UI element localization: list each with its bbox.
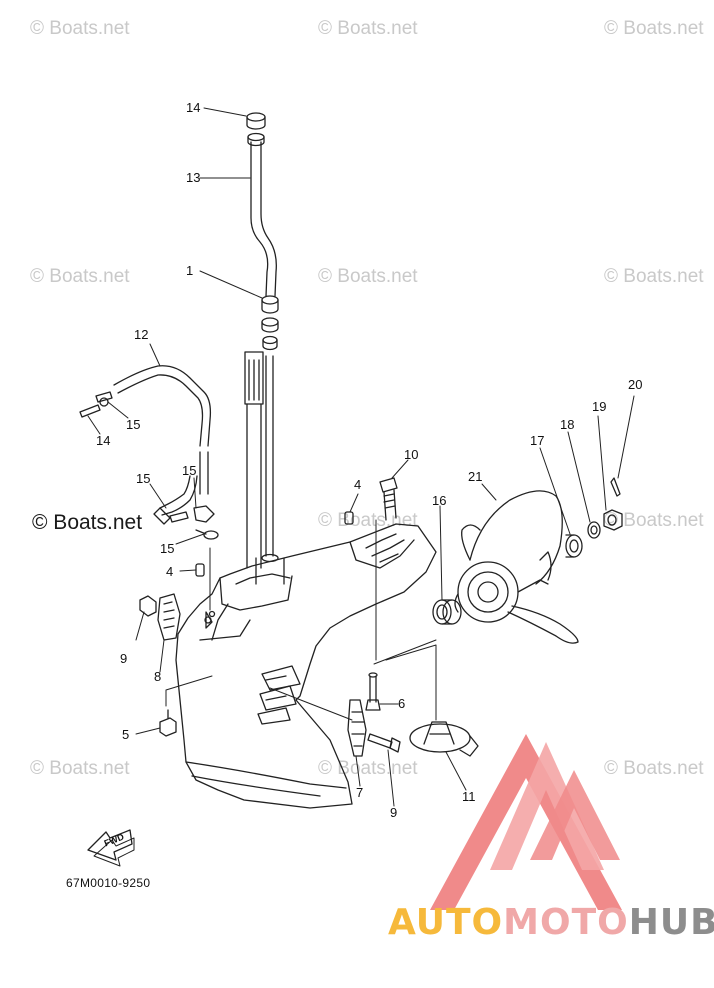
callout-4b: 4 — [354, 477, 362, 492]
fwd-arrow-icon — [87, 829, 135, 867]
watermark-dark: © Boats.net — [32, 511, 143, 534]
brand-part-auto: AUTO — [388, 902, 504, 943]
watermark: © Boats.net — [30, 266, 130, 287]
callout-5: 5 — [122, 727, 130, 742]
part-20-pin — [610, 477, 621, 497]
watermark: © Boats.net — [604, 510, 704, 531]
part-5-bolt — [159, 709, 177, 737]
part-10-nut — [139, 595, 157, 617]
callout-18: 18 — [560, 417, 575, 432]
callout-17: 17 — [530, 433, 545, 448]
callout-16: 16 — [432, 493, 447, 508]
watermark: © Boats.net — [604, 758, 704, 779]
part-12-bolt — [379, 477, 398, 521]
part-9-screw — [367, 733, 401, 753]
part-4-dowel — [195, 511, 354, 577]
part-13-hose — [113, 365, 212, 516]
part-18-washer — [587, 521, 601, 539]
part-21-propeller — [454, 490, 579, 644]
part-7-bracket — [347, 699, 367, 757]
part-3-cap — [246, 112, 266, 147]
watermark: © Boats.net — [30, 758, 130, 779]
callout-21: 21 — [468, 469, 483, 484]
part-1-grommet — [261, 295, 279, 351]
callout-6: 6 — [398, 696, 406, 711]
watermark: © Boats.net — [30, 18, 130, 39]
lower-casing — [175, 523, 437, 809]
watermark: © Boats.net — [318, 758, 418, 779]
callout-15a: 15 — [126, 417, 141, 432]
callout-20: 20 — [628, 377, 643, 392]
callout-14: 14 — [96, 433, 111, 448]
callout-1: 1 — [186, 263, 194, 278]
part-17-spacer — [565, 534, 583, 558]
drive-shaft — [244, 351, 274, 569]
callout-15c: 15 — [182, 463, 197, 478]
callout-9: 9 — [390, 805, 398, 820]
part-15-clamps — [153, 505, 219, 540]
callout-4a: 4 — [166, 564, 174, 579]
callout-15b: 15 — [136, 471, 151, 486]
brand-logo: AUTOMOTOHUB — [388, 902, 714, 943]
callout-19: 19 — [592, 399, 607, 414]
alignment-lines — [165, 519, 437, 721]
part-16-washer — [432, 599, 462, 625]
part-8-anode — [157, 593, 181, 641]
drawing-code: 67M0010-9250 — [66, 876, 151, 890]
callout-11: 11 — [462, 789, 476, 804]
part-14-fitting — [79, 391, 113, 418]
watermark: © Boats.net — [318, 266, 418, 287]
part-11-anode-plate — [409, 721, 479, 757]
watermark: © Boats.net — [604, 266, 704, 287]
part-6-bolt — [365, 672, 381, 711]
logo-triangle — [430, 734, 622, 910]
callout-2: 13 — [186, 170, 201, 185]
callout-leaders — [87, 107, 635, 807]
callout-3: 14 — [186, 100, 201, 115]
callout-8: 8 — [154, 669, 162, 684]
callout-13: 12 — [134, 327, 149, 342]
part-19-nut — [603, 509, 623, 531]
brand-part-moto: MOTO — [503, 902, 629, 943]
watermark: © Boats.net — [318, 18, 418, 39]
watermark: © Boats.net — [604, 18, 704, 39]
callout-7: 7 — [356, 785, 364, 800]
callout-10: 9 — [120, 651, 128, 666]
brand-part-hub: HUB — [628, 902, 714, 943]
callout-12: 10 — [404, 447, 419, 462]
callout-15d: 15 — [160, 541, 175, 556]
part-2-water-tube — [250, 141, 277, 297]
